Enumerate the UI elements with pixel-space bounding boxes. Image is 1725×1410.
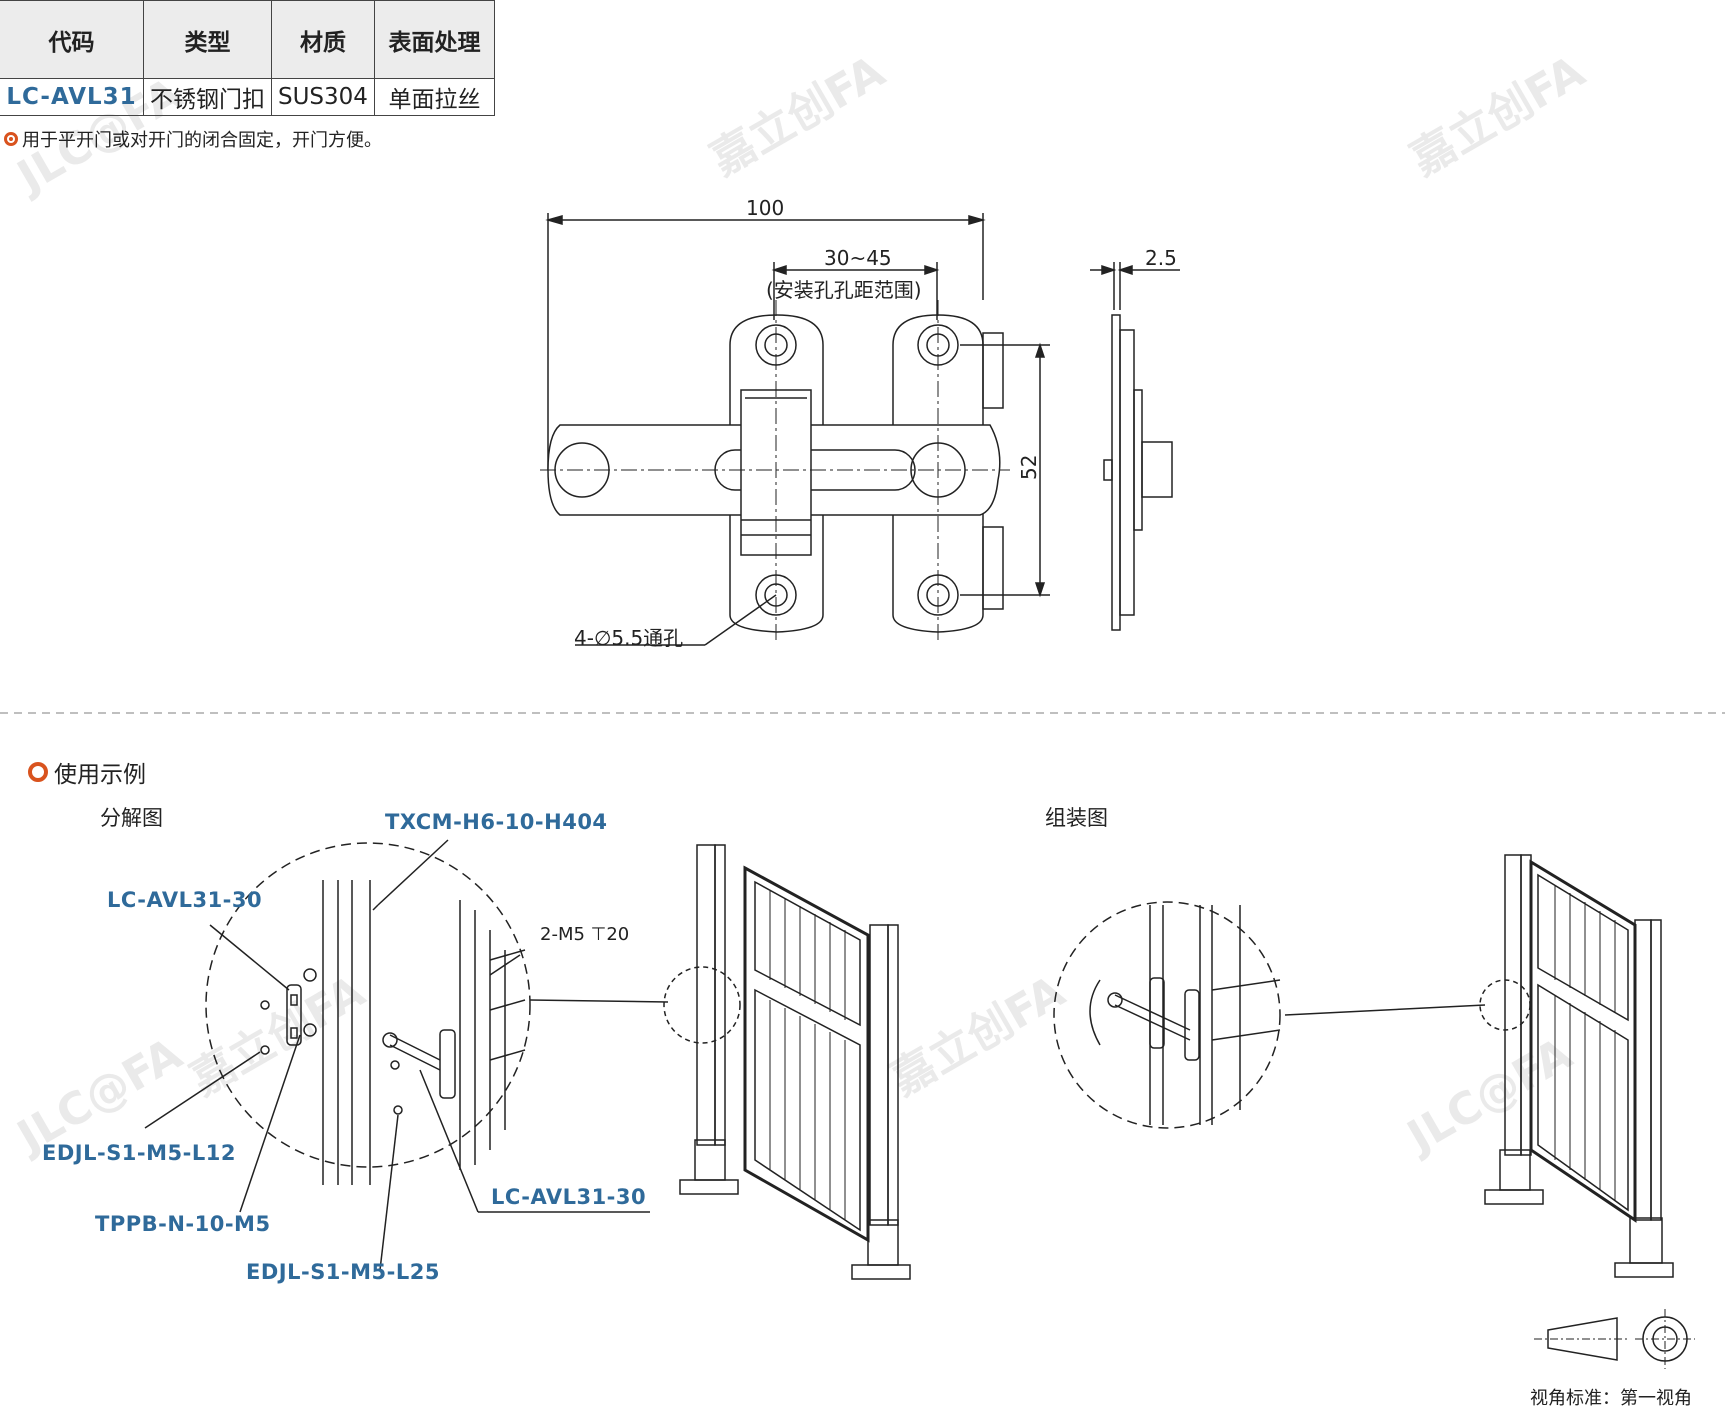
- callout-latch-right: LC-AVL31-30: [491, 1185, 647, 1209]
- usage-note-text: 用于平开门或对开门的闭合固定，开门方便。: [22, 130, 382, 151]
- header-surface: 表面处理: [373, 0, 495, 79]
- assembled-title: 组装图: [1045, 806, 1108, 830]
- cell-type: 不锈钢门扣: [143, 78, 272, 116]
- callout-latch-left: LC-AVL31-30: [107, 888, 263, 912]
- header-code: 代码: [0, 0, 144, 79]
- dim-overall-width: 100: [746, 196, 785, 220]
- dim-thickness: 2.5: [1145, 246, 1177, 270]
- dim-hole-spacing-note: (安装孔孔距范围): [766, 278, 922, 302]
- dim-hole-spacing: 30~45: [824, 246, 892, 270]
- cell-code: LC-AVL31: [0, 78, 144, 116]
- view-standard: 视角标准：第一视角: [1530, 1388, 1692, 1409]
- usage-title-text: 使用示例: [54, 762, 146, 788]
- cell-material: SUS304: [271, 78, 375, 116]
- ring-icon: [28, 762, 48, 782]
- cell-surface: 单面拉丝: [373, 78, 495, 116]
- spec-table: 代码 类型 材质 表面处理 LC-AVL31 不锈钢门扣 SUS304 单面拉丝: [0, 0, 495, 116]
- callout-nut: TPPB-N-10-M5: [95, 1212, 271, 1236]
- bullet-icon: [4, 132, 18, 146]
- callout-screw-l12: EDJL-S1-M5-L12: [42, 1141, 236, 1165]
- table-row: LC-AVL31 不锈钢门扣 SUS304 单面拉丝: [0, 78, 495, 116]
- callout-screw-l25: EDJL-S1-M5-L25: [246, 1260, 440, 1284]
- dim-holes: 4-∅5.5通孔: [574, 626, 684, 650]
- depth-icon: ⊤: [584, 924, 607, 945]
- usage-note: 用于平开门或对开门的闭合固定，开门方便。: [4, 126, 382, 152]
- callout-profile: TXCM-H6-10-H404: [385, 810, 608, 834]
- tapped-hole-depth: 20: [606, 924, 630, 945]
- dim-height: 52: [1017, 454, 1041, 480]
- tapped-hole-spec: 2-M5: [540, 924, 585, 945]
- header-material: 材质: [271, 0, 375, 79]
- table-header-row: 代码 类型 材质 表面处理: [0, 0, 495, 79]
- exploded-title: 分解图: [100, 806, 163, 830]
- usage-section-title: 使用示例: [28, 755, 146, 789]
- callout-tapped-hole: 2-M5 ⊤20: [540, 924, 629, 945]
